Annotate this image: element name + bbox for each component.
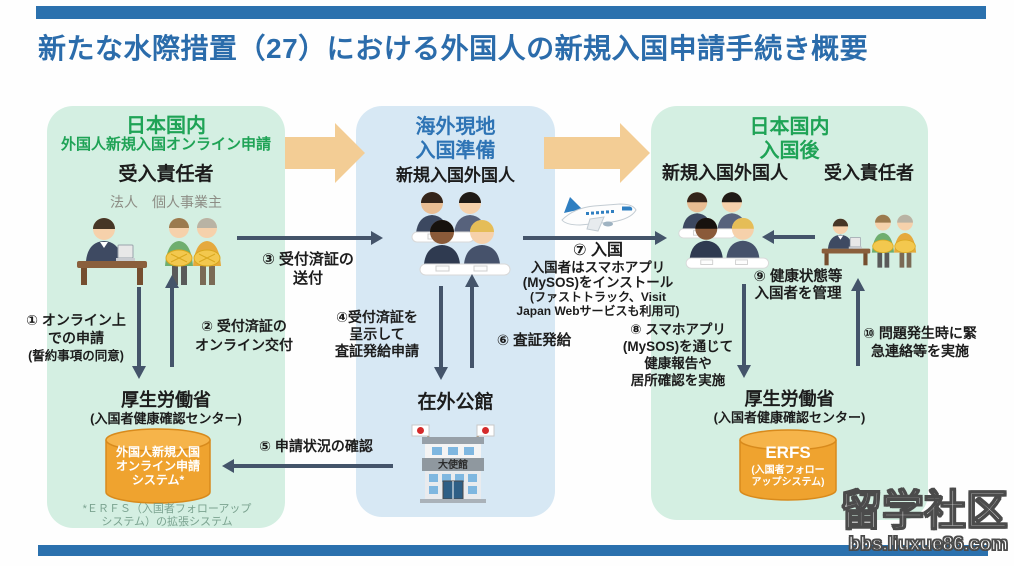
left-actor-label: 受入責任者 [118,164,214,185]
footnote-line2: システム）の拡張システム [101,515,233,528]
arrow-health-report-down [737,284,751,378]
step9-line2: 入国者を管理 [754,286,842,302]
step1-line2: での申請 [48,330,104,346]
right-ministry-sub-label: (入国者健康確認センター) [713,410,866,425]
step9-label: ⑨ 健康状態等 入国者を管理 [742,269,854,303]
embassy-building-icon: 大使館 [411,424,495,503]
flow-arrow-head [335,123,365,183]
step2-line1: ② 受付済証の [201,318,287,334]
step8-line1: ⑧ スマホアプリ [630,322,726,337]
step6-label: ⑥ 査証発給 [496,333,572,349]
step8-line3: 健康報告や [644,356,712,371]
step3-label: ③ 受付済証の 送付 [252,250,364,288]
step7-line2: 入国者はスマホアプリ [530,260,666,275]
step4-label: ④受付済証を 呈示して 査証発給申請 [320,309,434,360]
airplane-icon [561,197,637,232]
left-region-subtitle: 外国人新規入国オンライン申請 [60,136,271,153]
system-line2: オンライン申請 [115,459,200,473]
right-region-title-line1: 日本国内 [749,116,830,138]
embassy-sign-label: 大使館 [438,458,468,471]
step2-line2: オンライン交付 [195,337,293,353]
left-actor-types: 法人 個人事業主 [110,194,222,210]
erfs-footnote: *ＥＲＦＳ（入国者フォローアップ システム）の拡張システム [52,503,282,528]
flow-arrow-middle-to-right [544,123,650,183]
arrow-visa-issue-up [465,274,479,368]
system-line3: システム* [131,473,185,487]
arrow-online-application-down [132,287,146,379]
step10-line2: 急連絡等を実施 [871,342,969,359]
erfs-sub-line1: (入国者フォロー [751,465,825,476]
arrow-step7-entry [523,231,667,245]
individual-business-owners-icon [165,218,221,285]
right-region-title-line2: 入国後 [759,140,820,162]
individual-business-owners-icon [871,214,917,268]
step7-line1: ⑦ 入国 [573,242,623,259]
watermark-name: 留学社区 [839,487,1009,534]
watermark-site: bbs.liuxue86.com [848,534,1009,556]
right-actor-host-label: 受入責任者 [824,163,914,183]
arrow-host-manages-entrants [762,230,815,244]
step4-line2: 呈示して [349,326,405,342]
footnote-line1: *ＥＲＦＳ（入国者フォローアップ [82,503,252,515]
step7-line4: (ファストトラック、Visit [529,290,667,304]
erfs-sub-line2: アップシステム) [751,477,825,488]
database-cylinder-icon [105,428,211,504]
step2-label: ② 受付済証の オンライン交付 [181,317,307,355]
bottom-accent-bar [38,545,988,556]
system-line1: 外国人新規入国 [115,445,200,459]
step1-line3: (誓約事項の同意) [28,349,124,363]
online-application-system-database: 外国人新規入国 オンライン申請 システム* [104,428,212,504]
database-cylinder-icon [739,429,837,501]
left-ministry-sub-label: (入国者健康確認センター) [90,411,242,426]
online-application-system-label: 外国人新規入国 オンライン申請 システム* [104,445,212,487]
erfs-title: ERFS [765,443,811,462]
step3-line1: ③ 受付済証の [262,251,354,268]
right-ministry-label: 厚生労働省 [744,389,835,409]
step8-label: ⑧ スマホアプリ (MySOS)を通じて 健康報告や 居所確認を実施 [616,321,740,389]
left-region-title: 日本国内 [126,115,206,137]
new-entrant-foreigners-group-icon [411,192,511,276]
step7-line3: (MySOS)をインストール [522,275,674,290]
flow-arrow-left-to-middle [285,123,365,183]
arrow-emergency-contact-up [851,278,865,366]
left-ministry-label: 厚生労働省 [121,390,211,410]
flow-arrow-body [544,137,620,169]
middle-region-title-line1: 海外現地 [415,116,496,138]
step5-label: ⑤ 申請状況の確認 [259,438,373,454]
new-entrant-foreigners-group-icon [678,192,769,269]
erfs-subtitle: (入国者フォロー アップシステム) [738,465,838,489]
top-accent-bar [36,6,986,19]
step3-line2: 送付 [292,270,323,287]
step4-line1: ④受付済証を [336,309,418,325]
arrow-visa-application-down [434,286,448,380]
step7-label: ⑦ 入国 入国者はスマホアプリ (MySOS)をインストール (ファストトラック… [512,242,684,318]
step10-label: ⑩ 問題発生時に緊 急連絡等を実施 [850,325,990,360]
step9-line1: ⑨ 健康状態等 [753,269,843,285]
flow-arrow-head [620,123,650,183]
arrow-step3-send-certificate [237,231,383,245]
page-title: 新たな水際措置（27）における外国人の新規入国申請手続き概要 [38,33,869,64]
step1-line1: ① オンライン上 [26,312,126,328]
right-actor-foreigners-label: 新規入国外国人 [662,163,788,183]
step10-line1: ⑩ 問題発生時に緊 [863,325,977,341]
arrow-step5-status-check [222,459,393,473]
step8-line4: 居所確認を実施 [630,373,726,388]
step1-label: ① オンライン上 での申請 (誓約事項の同意) [14,311,138,365]
watermark: 留学社区 bbs.liuxue86.com [838,487,1009,556]
erfs-system-database: ERFS (入国者フォロー アップシステム) [738,429,838,501]
arrow-certificate-issue-up [165,275,179,367]
step8-line2: (MySOS)を通じて [622,339,734,354]
flow-arrow-body [285,137,335,169]
embassy-label: 在外公館 [417,392,494,413]
step4-line3: 査証発給申請 [335,343,419,359]
company-representative-at-desk-icon [77,218,147,285]
middle-region-title-line2: 入国準備 [415,140,496,162]
step7-line5: Japan Webサービスも利用可) [516,304,680,318]
middle-actor-label: 新規入国外国人 [396,166,515,185]
host-representative-at-desk-icon [821,218,871,266]
